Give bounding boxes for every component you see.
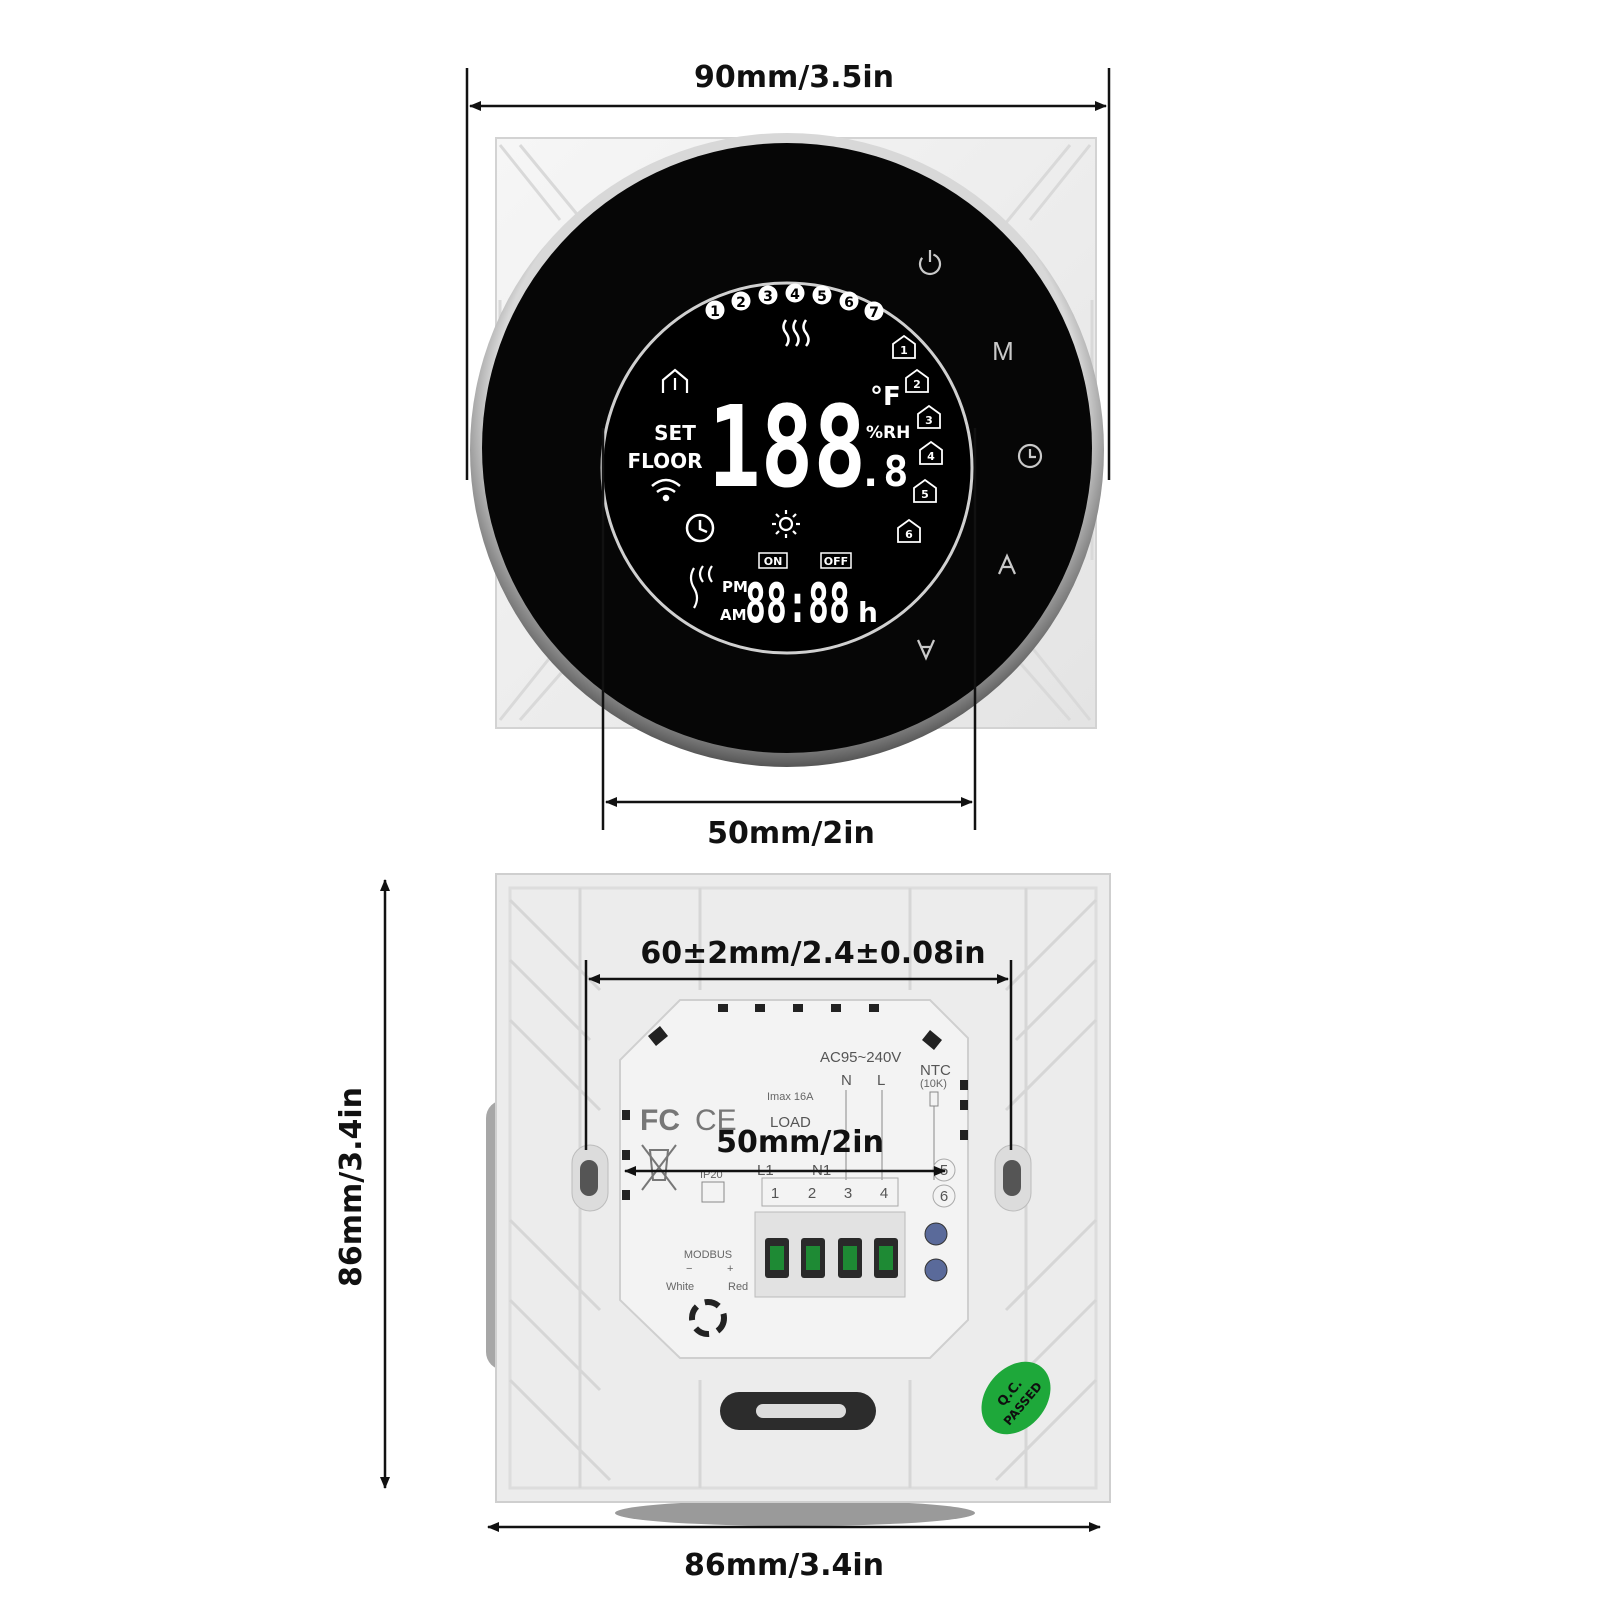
modbus-port	[689, 1299, 727, 1337]
hours-unit: h	[858, 596, 878, 629]
pm-label: PM	[722, 578, 748, 596]
svg-text:5: 5	[921, 488, 929, 501]
ce-mark: CE	[695, 1104, 737, 1137]
ntc-value: (10K)	[920, 1078, 947, 1090]
terminal-number: 1	[771, 1185, 779, 1202]
program-number: 4	[785, 283, 805, 303]
unit-f: °F	[870, 382, 901, 412]
inner-width-label: 50mm/2in	[716, 1125, 884, 1160]
wifi-icon	[651, 478, 681, 502]
svg-text:1: 1	[900, 344, 908, 357]
white-label: White	[666, 1281, 694, 1293]
program-numbers: 1 2 3 4 5 6 7	[705, 283, 884, 321]
on-label: ON	[764, 555, 783, 568]
red-label: Red	[728, 1281, 748, 1293]
svg-text:6: 6	[844, 295, 854, 311]
n-label: N	[841, 1072, 852, 1089]
clock-button[interactable]	[1017, 443, 1043, 469]
svg-text:2: 2	[913, 378, 921, 391]
period-house-icon: 5	[913, 478, 937, 503]
am-label: AM	[720, 606, 747, 624]
house-thermometer-icon	[661, 368, 689, 393]
power-button[interactable]	[917, 250, 943, 277]
period-house-icon: 2	[905, 368, 929, 393]
decimal-digit: .8	[858, 447, 909, 496]
down-button[interactable]	[916, 639, 936, 661]
period-icons: 1 2 3 4 5 6	[892, 334, 943, 543]
terminal-number: 2	[808, 1185, 816, 1202]
front-view: 90mm/3.5in 1 2 3 4 5 6 7	[465, 60, 1111, 851]
svg-text:7: 7	[869, 305, 879, 321]
svg-text:4: 4	[790, 287, 800, 303]
temperature-digits: 188	[708, 383, 866, 513]
back-view: AC95~240V N L NTC (10K) Imax 16A FC CE L…	[334, 873, 1111, 1583]
program-number: 5	[812, 285, 832, 305]
terminal-numbers: 1 2 3 4	[761, 1177, 899, 1207]
program-number: 1	[705, 300, 725, 320]
l-label: L	[877, 1072, 885, 1089]
load-label: LOAD	[770, 1114, 811, 1131]
svg-text:6: 6	[905, 528, 913, 541]
hole-spacing-label: 60±2mm/2.4±0.08in	[640, 936, 985, 971]
program-number: 2	[731, 291, 751, 311]
voltage-label: AC95~240V	[820, 1049, 901, 1066]
modbus-label: MODBUS	[684, 1249, 732, 1261]
svg-text:3: 3	[925, 414, 933, 427]
set-label: SET	[654, 421, 696, 445]
floor-label: FLOOR	[627, 449, 702, 473]
program-number: 6	[839, 291, 859, 311]
back-housing	[619, 999, 969, 1359]
plus-label: +	[727, 1263, 733, 1275]
screw-hole-right	[994, 1144, 1032, 1212]
minus-label: −	[686, 1263, 692, 1275]
svg-text:3: 3	[763, 289, 773, 305]
svg-text:4: 4	[927, 450, 935, 463]
top-width-label: 90mm/3.5in	[694, 60, 894, 95]
svg-text:5: 5	[817, 289, 827, 305]
ntc-screw	[924, 1222, 948, 1282]
mode-button[interactable]: M	[992, 336, 1014, 366]
humidity-label: %RH	[866, 423, 910, 443]
period-house-icon: 3	[917, 404, 941, 429]
terminal-number: 4	[880, 1185, 888, 1202]
screw-hole-left	[571, 1144, 609, 1212]
period-house-icon: 1	[892, 334, 916, 359]
back-height-label: 86mm/3.4in	[334, 1087, 369, 1287]
clock-icon	[685, 513, 715, 543]
sun-icon	[772, 510, 800, 538]
terminal-number: 3	[844, 1185, 852, 1202]
heating-waves-icon	[782, 319, 810, 347]
screen-width-label: 50mm/2in	[707, 816, 875, 851]
time-digits: 88:88	[745, 572, 850, 635]
period-house-icon: 4	[919, 440, 943, 465]
back-width-label: 86mm/3.4in	[684, 1548, 884, 1583]
terminal-6: 6	[940, 1188, 948, 1205]
imax-label: Imax 16A	[767, 1091, 814, 1103]
off-label: OFF	[824, 555, 848, 568]
svg-text:2: 2	[736, 295, 746, 311]
fc-mark: FC	[640, 1104, 680, 1137]
up-button[interactable]	[997, 553, 1017, 575]
svg-text:1: 1	[710, 304, 720, 320]
program-number: 3	[758, 285, 778, 305]
floor-heat-icon	[689, 565, 713, 609]
period-house-icon: 6	[897, 518, 921, 543]
ntc-label: NTC	[920, 1062, 951, 1079]
program-number: 7	[864, 301, 884, 321]
